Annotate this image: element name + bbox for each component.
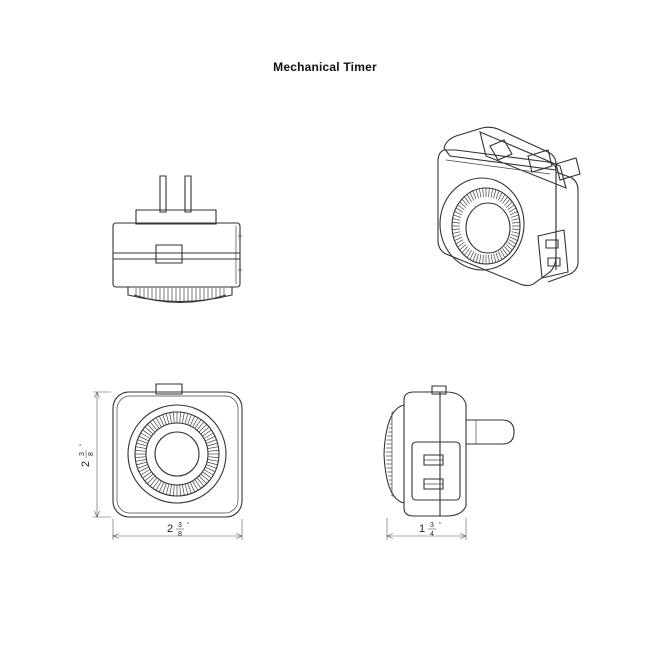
front-view-top-tab [156,384,182,394]
svg-text:3: 3 [430,522,434,529]
svg-text:3: 3 [178,522,182,529]
side-view-body [404,392,466,516]
side-view-dial [384,405,404,503]
front-view-body [113,392,242,517]
side-view-outlet [412,442,460,500]
iso-dial-knob [466,203,510,253]
front-view [93,384,242,540]
top-view-body [113,223,240,287]
iso-dial-outer [440,178,524,270]
iso-outlet-slot-bottom [548,258,560,266]
svg-text:4: 4 [430,531,434,538]
side-view [384,386,514,540]
side-view-prong [466,420,514,444]
depth-dimension-label: 1 3 4 " [419,522,441,538]
svg-text:": " [80,444,86,446]
svg-text:2: 2 [80,461,92,467]
top-view [113,176,242,303]
drawing-title: Mechanical Timer [273,60,377,74]
svg-text:8: 8 [88,452,95,456]
iso-view [438,127,580,285]
svg-text:2: 2 [167,523,173,535]
front-view-dial-knob [155,432,199,476]
top-view-prong-right [185,176,191,212]
svg-text:": " [439,523,441,529]
svg-text:3: 3 [79,452,86,456]
iso-front-face [438,150,556,286]
svg-text:8: 8 [178,531,182,538]
top-view-back-plate [136,210,216,224]
side-view-top-tab [432,386,446,394]
width-dimension-label: 2 3 8 " [167,522,189,538]
svg-text:": " [187,523,189,529]
top-view-center-tab [156,245,182,263]
iso-outlet-slot-top [546,240,558,248]
iso-prong-right [556,158,580,180]
front-view-dial-outer [128,405,226,503]
iso-top-face [444,127,556,170]
svg-text:1: 1 [419,523,425,535]
top-view-prong-left [160,176,166,212]
iso-outlet [538,230,568,278]
height-dimension-label: 2 3 8 " [79,444,95,467]
